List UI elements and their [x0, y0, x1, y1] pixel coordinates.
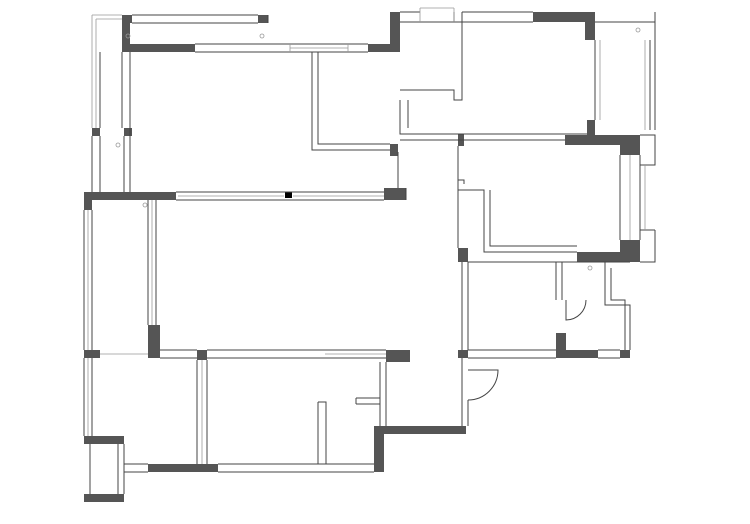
solid-walls	[84, 12, 640, 502]
wall-outlines	[83, 11, 656, 494]
windows	[87, 7, 646, 464]
column	[285, 192, 292, 198]
